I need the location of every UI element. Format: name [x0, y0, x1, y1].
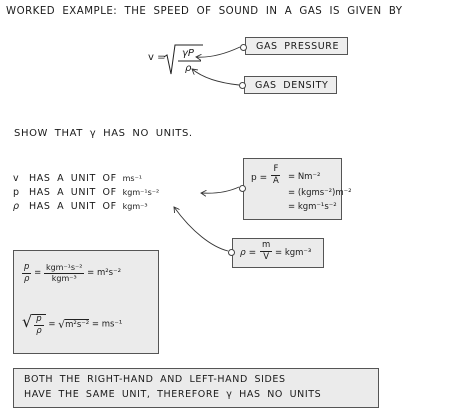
sqrt-sign-icon: √ — [58, 318, 66, 331]
pressure-eq3: = kgm⁻¹s⁻² — [288, 202, 337, 212]
pressure-box-dot — [239, 185, 246, 192]
density-derivation-box: ρ = m V = kgm⁻³ — [232, 238, 324, 268]
formula-denominator: ρ — [185, 63, 192, 74]
density-frac-den: V — [263, 251, 270, 262]
calc-f2-den: ρ — [36, 325, 42, 336]
calc-line-1: p ρ = kgm⁻¹s⁻² kgm⁻³ = m²s⁻² — [22, 263, 121, 283]
unit-row-symbol: ρ — [13, 201, 20, 212]
calc-f2-result: = ms⁻¹ — [91, 319, 123, 330]
pressure-fraction: F A — [271, 165, 281, 185]
pressure-derivation-box: p = F A = Nm⁻² = (kgms⁻²)m⁻² = kgm⁻¹s⁻² — [243, 158, 352, 220]
density-fraction: m V — [260, 240, 273, 262]
calc-f1-den: ρ — [24, 273, 30, 284]
calculation-box: p ρ = kgm⁻¹s⁻² kgm⁻³ = m²s⁻² √ p ρ = — [13, 250, 159, 354]
unit-row-text: HAS A UNIT OF — [29, 201, 117, 212]
calc-f1-unit-num: kgm⁻¹s⁻² — [43, 262, 85, 274]
formula-numerator: γP — [182, 48, 194, 59]
gas-pressure-callout-dot — [240, 44, 247, 51]
gas-density-callout-dot — [239, 82, 246, 89]
unit-row-symbol: v — [13, 173, 20, 184]
gas-pressure-callout: GAS PRESSURE — [245, 37, 349, 55]
page-title: WORKED EXAMPLE: THE SPEED OF SOUND IN A … — [6, 6, 403, 17]
unit-row-text: HAS A UNIT OF — [29, 173, 117, 184]
calc-f1-result: = m²s⁻² — [87, 268, 122, 278]
formula-lhs: v = — [148, 52, 166, 63]
density-box-dot — [228, 249, 235, 256]
density-rho-label: ρ = — [240, 248, 257, 258]
pressure-eq2: = (kgms⁻²)m⁻² — [288, 188, 352, 198]
unit-row-unit: ms⁻¹ — [122, 174, 143, 183]
unit-row-unit: kgm⁻¹s⁻² — [122, 188, 160, 197]
density-result: = kgm⁻³ — [275, 248, 312, 258]
conclusion-line-1: BOTH THE RIGHT-HAND AND LEFT-HAND SIDES — [24, 374, 286, 385]
unit-row-p: p HAS A UNIT OF kgm⁻¹s⁻² — [13, 187, 159, 198]
calc-line-2: √ p ρ = √m²s⁻² = ms⁻¹ — [22, 314, 122, 335]
calc-f2-num: p — [34, 314, 44, 326]
calc-f2-eq: = — [48, 319, 56, 330]
unit-row-v: v HAS A UNIT OF ms⁻¹ — [13, 173, 142, 184]
calc-f1-num: p — [22, 262, 32, 274]
sqrt-sign-icon: √ — [22, 312, 33, 331]
calc-f1-eq: = — [34, 268, 42, 278]
unit-row-text: HAS A UNIT OF — [29, 187, 117, 198]
unit-row-rho: ρ HAS A UNIT OF kgm⁻³ — [13, 201, 148, 212]
unit-row-symbol: p — [13, 187, 20, 198]
unit-row-unit: kgm⁻³ — [122, 202, 148, 211]
conclusion-line-2: HAVE THE SAME UNIT, THEREFORE γ HAS NO U… — [24, 389, 322, 400]
task-statement: SHOW THAT γ HAS NO UNITS. — [14, 128, 193, 139]
pressure-frac-den: A — [273, 175, 279, 186]
pressure-frac-num: F — [271, 164, 281, 176]
calc-f2-root: m²s⁻² — [65, 318, 90, 330]
calc-f1-unit-den: kgm⁻³ — [51, 273, 77, 283]
pressure-p-label: p = — [251, 173, 268, 183]
density-frac-num: m — [260, 240, 273, 252]
conclusion-box: BOTH THE RIGHT-HAND AND LEFT-HAND SIDES … — [13, 368, 379, 408]
pressure-eq1: = Nm⁻² — [288, 172, 321, 182]
